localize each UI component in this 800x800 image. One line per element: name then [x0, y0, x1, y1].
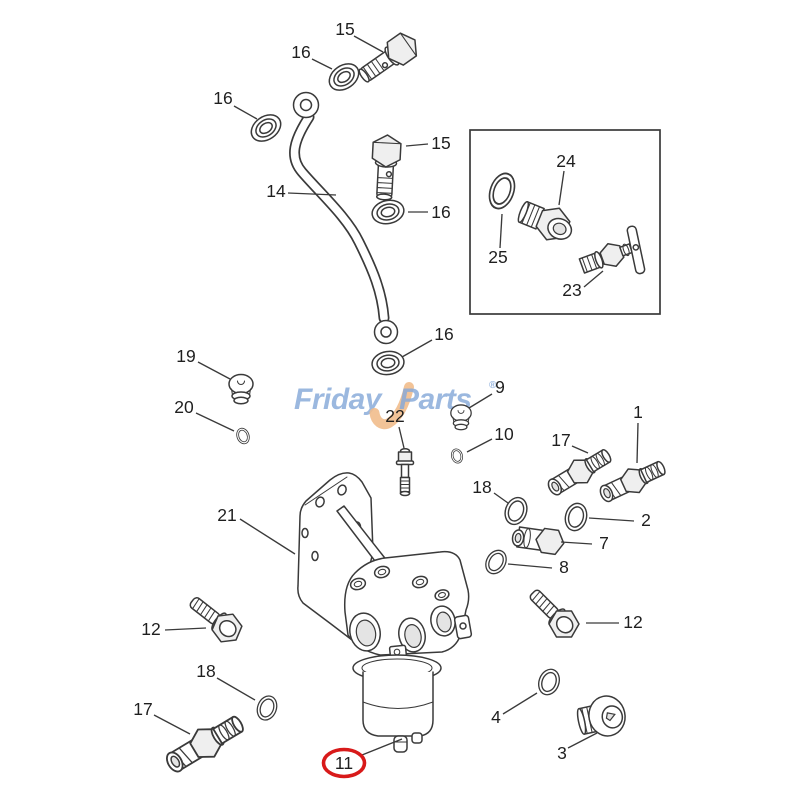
part-washer-16-left	[245, 108, 287, 148]
callout-4: 4	[491, 692, 538, 727]
part-plug-fitting-7	[511, 526, 565, 556]
callout-16-mid: 16	[408, 202, 451, 222]
part-bolt-12-left	[182, 588, 249, 650]
callout-9: 9	[468, 377, 505, 409]
callout-14: 14	[266, 181, 337, 201]
svg-text:16: 16	[434, 324, 453, 344]
brand-text-left: Friday	[294, 383, 383, 416]
callout-3: 3	[557, 732, 598, 763]
filter-head	[343, 550, 473, 660]
svg-text:7: 7	[599, 533, 609, 553]
svg-text:17: 17	[551, 430, 570, 450]
svg-text:25: 25	[488, 247, 507, 267]
part-bolt-12-right	[521, 581, 586, 646]
part-drain-cock-23	[578, 225, 646, 275]
callout-1: 1	[633, 402, 643, 464]
callout-24: 24	[556, 151, 576, 206]
svg-text:15: 15	[431, 133, 450, 153]
inset-box	[469, 129, 661, 315]
part-oring-2	[561, 500, 591, 534]
part-fuel-filter-11	[352, 654, 442, 753]
callout-15-mid: 15	[405, 133, 451, 153]
svg-text:11: 11	[335, 753, 353, 773]
callout-17-bottom: 17	[133, 699, 191, 735]
callout-22: 22	[385, 406, 405, 449]
svg-text:1: 1	[633, 402, 643, 422]
svg-text:2: 2	[641, 510, 651, 530]
callout-2: 2	[588, 510, 651, 530]
part-screw-plug-3	[576, 695, 626, 737]
part-banjo-bolt-15-mid	[369, 133, 403, 202]
callout-17-right: 17	[551, 430, 589, 454]
part-fuel-pipe-14	[289, 91, 399, 345]
callout-10: 10	[466, 424, 514, 453]
registered-mark: ®	[489, 380, 497, 391]
callout-12-left: 12	[141, 619, 207, 639]
part-oring-8	[481, 546, 511, 578]
svg-text:15: 15	[335, 19, 354, 39]
part-stud-22	[395, 448, 415, 497]
svg-text:20: 20	[174, 397, 194, 417]
fridayparts-watermark: Friday Parts ®	[294, 380, 497, 430]
svg-text:14: 14	[266, 181, 286, 201]
callout-18-bottom: 18	[196, 661, 256, 701]
svg-text:18: 18	[196, 661, 215, 681]
svg-text:9: 9	[495, 377, 505, 397]
svg-text:3: 3	[557, 743, 567, 763]
svg-text:21: 21	[217, 505, 236, 525]
callout-19: 19	[176, 346, 231, 380]
part-banjo-bolt-15-top	[353, 27, 424, 90]
callout-16-left: 16	[213, 88, 258, 120]
svg-text:24: 24	[556, 151, 576, 171]
callout-18-right: 18	[472, 477, 509, 504]
part-plug-9	[450, 404, 472, 431]
part-plug-19	[228, 373, 254, 405]
svg-text:22: 22	[385, 406, 404, 426]
callout-16-low: 16	[401, 324, 454, 358]
svg-text:19: 19	[176, 346, 195, 366]
callout-20: 20	[174, 397, 235, 432]
part-oring-25	[484, 169, 520, 213]
callout-23: 23	[562, 270, 604, 300]
svg-text:16: 16	[431, 202, 450, 222]
part-washer-16-mid	[369, 196, 407, 228]
svg-text:8: 8	[559, 557, 569, 577]
callout-15-top: 15	[335, 19, 384, 53]
svg-text:12: 12	[623, 612, 642, 632]
svg-text:18: 18	[472, 477, 491, 497]
brand-swoosh-icon	[369, 382, 414, 430]
part-oring-10	[449, 447, 465, 465]
svg-text:17: 17	[133, 699, 152, 719]
part-oring-4	[534, 665, 564, 699]
part-oring-20	[234, 426, 252, 446]
callout-8: 8	[507, 557, 569, 577]
svg-text:16: 16	[213, 88, 232, 108]
part-oring-18-right	[500, 493, 532, 529]
part-fitting-17-bottom	[159, 707, 250, 780]
callout-12-right: 12	[586, 612, 643, 632]
svg-text:16: 16	[291, 42, 310, 62]
svg-text:12: 12	[141, 619, 160, 639]
callout-7: 7	[560, 533, 609, 553]
callout-16-top: 16	[291, 42, 333, 70]
svg-text:4: 4	[491, 707, 501, 727]
svg-text:23: 23	[562, 280, 581, 300]
part-oring-18-bottom	[253, 692, 281, 724]
highlight-circle	[321, 747, 367, 779]
svg-text:10: 10	[494, 424, 514, 444]
callout-25: 25	[488, 213, 508, 267]
part-washer-16-top	[323, 57, 365, 97]
part-washer-16-low	[369, 348, 407, 378]
part-adapter-fitting-24	[517, 201, 573, 241]
callout-11-highlighted: 11	[321, 738, 403, 779]
callout-21: 21	[217, 505, 296, 555]
